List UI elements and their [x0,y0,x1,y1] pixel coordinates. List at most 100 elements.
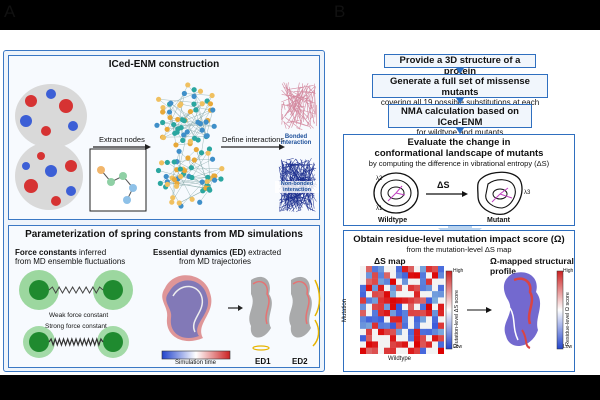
heatmap-cell [372,322,379,330]
interaction-edge [310,104,313,110]
network-node [185,82,191,88]
heatmap-cell [420,291,427,298]
heatmap-cell [402,347,409,354]
heatmap-cell [432,291,439,298]
network-node [197,88,204,94]
omega-colorbar [556,270,564,350]
interaction-edge [281,114,283,125]
heatmap-cell [426,266,433,273]
heatmap-cell [372,297,379,304]
network-node [180,137,186,143]
interaction-edge [279,191,289,201]
lambda3-label: λ3 [524,190,531,196]
interaction-edge [307,86,316,118]
bonded-interaction-image [281,82,317,130]
heatmap-cell [390,266,397,273]
heatmap-cell [378,272,385,279]
network-edge [187,103,203,133]
interaction-edge [300,193,308,209]
heatmap-cell [420,335,427,342]
delta-s-arrow [426,191,468,197]
network-node [154,122,160,128]
heatmap-cell [378,278,385,286]
network-node [187,108,194,115]
network-edge [177,93,185,129]
interaction-edge [278,198,304,209]
mutant-label: Mutant [487,217,510,224]
heatmap-cell [384,266,391,273]
heatmap-cell [414,266,421,273]
heatmap-cell [420,341,427,348]
heatmap-cell [426,291,433,298]
interaction-edge [306,114,314,127]
lambda2-label: λ2 [376,176,383,182]
network-node [182,168,188,174]
network-node [193,107,199,113]
network-node [184,129,190,135]
heatmap-cell [408,297,415,304]
heatmap-cell [366,341,373,348]
network-node [210,107,216,113]
network-node [191,101,197,107]
define-arrow [221,144,285,150]
heatmap-cell [402,284,409,292]
node-extraction-inset [89,148,147,212]
network-node [173,142,179,148]
heatmap-cell [372,291,379,298]
heatmap-cell [432,284,439,292]
heatmap-cell [426,341,433,348]
heatmap-cell [372,328,379,336]
weak-spring-diagram [19,270,133,310]
heatmap-cell [366,335,373,342]
heatmap-cell [432,272,439,279]
heatmap-cell [426,316,433,323]
spring-constant-section: Parameterization of spring constants fro… [8,225,321,368]
network-edge [176,161,210,179]
interaction-edge [294,159,311,175]
heatmap-cell [378,347,385,354]
heatmap-cell [390,335,397,342]
network-node [181,132,187,138]
heatmap-cell [390,341,397,348]
network-edge [207,153,210,179]
network-node [191,157,197,163]
interaction-edge [283,82,303,120]
heatmap-cell [384,335,391,342]
network-edge [170,103,203,131]
interaction-edge [306,115,308,120]
heatmap-cell [402,303,409,311]
ed-text-2: from MD trajectories [179,257,252,266]
nonbonded-interaction-label: Non-bonded interaction [275,181,319,193]
heatmap-cell [360,284,367,292]
ed-arrow [228,305,243,311]
heatmap-cell [438,322,444,330]
heatmap-cell [384,328,391,336]
step-generate-mutants: Generate a full set of missense mutants … [372,74,548,116]
network-node [206,186,212,192]
interaction-edge [279,207,292,212]
network-node [178,173,184,180]
interaction-edge [305,98,313,118]
heatmap-cell [396,291,403,298]
heatmap-cell [426,310,433,317]
panel-letter-a: A [4,2,16,21]
heatmap-cell [390,291,397,298]
heatmap-cell [378,341,385,348]
interaction-edge [288,88,303,108]
network-node [176,200,182,206]
heatmap-cell [426,303,433,311]
heatmap-cell [390,310,397,317]
heatmap-cell [408,310,415,317]
ed-text: Essential dynamics (ED) extracted [153,248,282,257]
network-node [219,166,225,172]
heatmap-cell [408,291,415,298]
heatmap-cell [384,272,391,279]
wildtype-landscape-diagram [373,172,419,214]
interaction-edge [311,94,314,108]
heatmap-cell [360,335,367,342]
heatmap-cell [438,266,444,273]
heatmap-cell [384,297,391,304]
network-node [199,101,205,107]
interaction-edge [294,166,296,171]
network-node [155,167,162,174]
